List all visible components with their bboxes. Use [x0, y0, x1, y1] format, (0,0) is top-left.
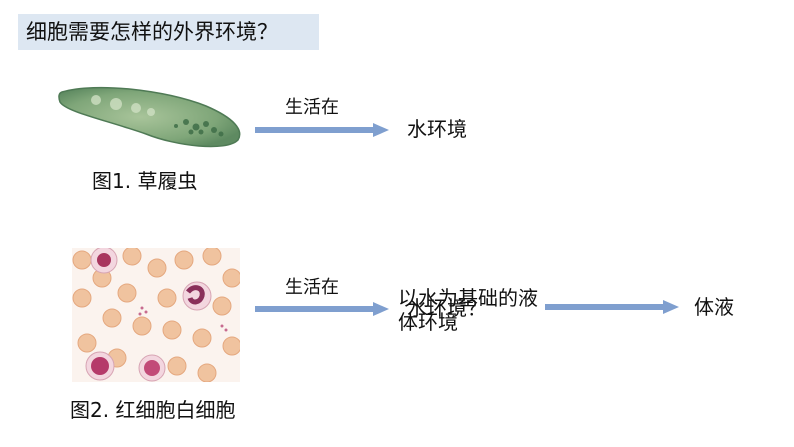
liquid-environment-text: 以水为基础的液体环境 [398, 286, 538, 334]
arrow-3 [545, 300, 679, 314]
paramecium-image [56, 82, 246, 150]
arrow-1 [255, 123, 389, 137]
page-title: 细胞需要怎样的外界环境？ [26, 20, 278, 44]
water-environment-question: 水环境？ [407, 296, 487, 320]
target-body-fluid: 体液 [694, 295, 734, 319]
target-water-environment: 水环境 [407, 117, 467, 141]
arrow-2 [255, 302, 389, 316]
blood-cells-image [72, 248, 240, 382]
arrow-1-label: 生活在 [285, 97, 339, 118]
figure2-caption: 图2. 红细胞白细胞 [70, 398, 236, 422]
title-banner: 细胞需要怎样的外界环境？ [18, 14, 319, 50]
arrow-2-label: 生活在 [285, 277, 339, 298]
figure1-caption: 图1. 草履虫 [92, 169, 198, 193]
